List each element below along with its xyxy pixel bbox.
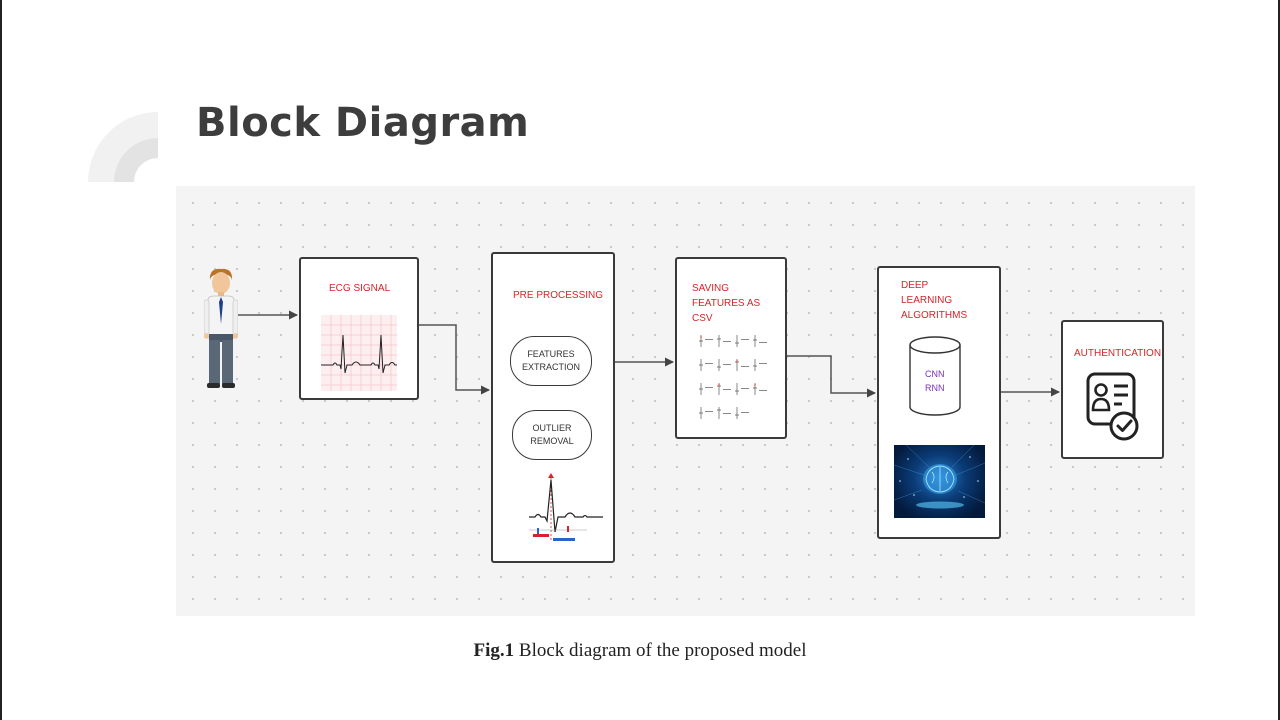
model-cnn-label: CNN: [925, 369, 945, 379]
ecg-signal-label: ECG SIGNAL: [329, 283, 391, 294]
figure-number: Fig.1: [473, 640, 515, 661]
feature-plots-thumbnail: [699, 335, 767, 419]
authentication-label: AUTHENTICATION: [1074, 348, 1162, 359]
arrow-saving-to-deep-learning: [787, 355, 876, 398]
deep-learning-label: DEEP LEARNING ALGORITHMS: [901, 280, 968, 321]
diagram-connectors: [232, 310, 1060, 398]
model-rnn-label: RNN: [925, 383, 945, 393]
saving-features-label: SAVING FEATURES AS CSV: [692, 283, 761, 324]
figure-caption: Fig.1 Block diagram of the proposed mode…: [0, 640, 1280, 662]
qrs-complex-graphic: [529, 473, 603, 541]
diagram-canvas: ECG SIGNAL PRE PROCESSING FEATURES EXTRA…: [176, 186, 1195, 616]
person-illustration: [204, 268, 238, 388]
ai-brain-image: [894, 445, 985, 518]
arrow-ecg-to-preprocessing: [418, 324, 490, 395]
pre-processing-label: PRE PROCESSING: [513, 290, 604, 301]
ecg-signal-block: ECG SIGNAL: [299, 257, 419, 400]
ecg-waveform-graphic: [321, 315, 397, 391]
authentication-block: AUTHENTICATION: [1061, 320, 1164, 459]
id-verification-icon: [1086, 372, 1139, 441]
pre-processing-block: PRE PROCESSING FEATURES EXTRACTION OUTLI…: [491, 252, 615, 563]
slide-frame-left: [0, 0, 2, 720]
figure-caption-text: Block diagram of the proposed model: [514, 640, 807, 661]
features-extraction-step: FEATURES EXTRACTION: [510, 336, 592, 386]
page-title: Block Diagram: [196, 100, 530, 146]
decorative-arc: [88, 112, 158, 182]
saving-features-csv-block: SAVING FEATURES AS CSV: [675, 257, 787, 439]
database-cylinder-icon: [909, 336, 961, 416]
slide-frame-right: [1278, 0, 1280, 720]
deep-learning-block: DEEP LEARNING ALGORITHMS CNN RNN: [877, 266, 1001, 539]
outlier-removal-step: OUTLIER REMOVAL: [512, 410, 592, 460]
